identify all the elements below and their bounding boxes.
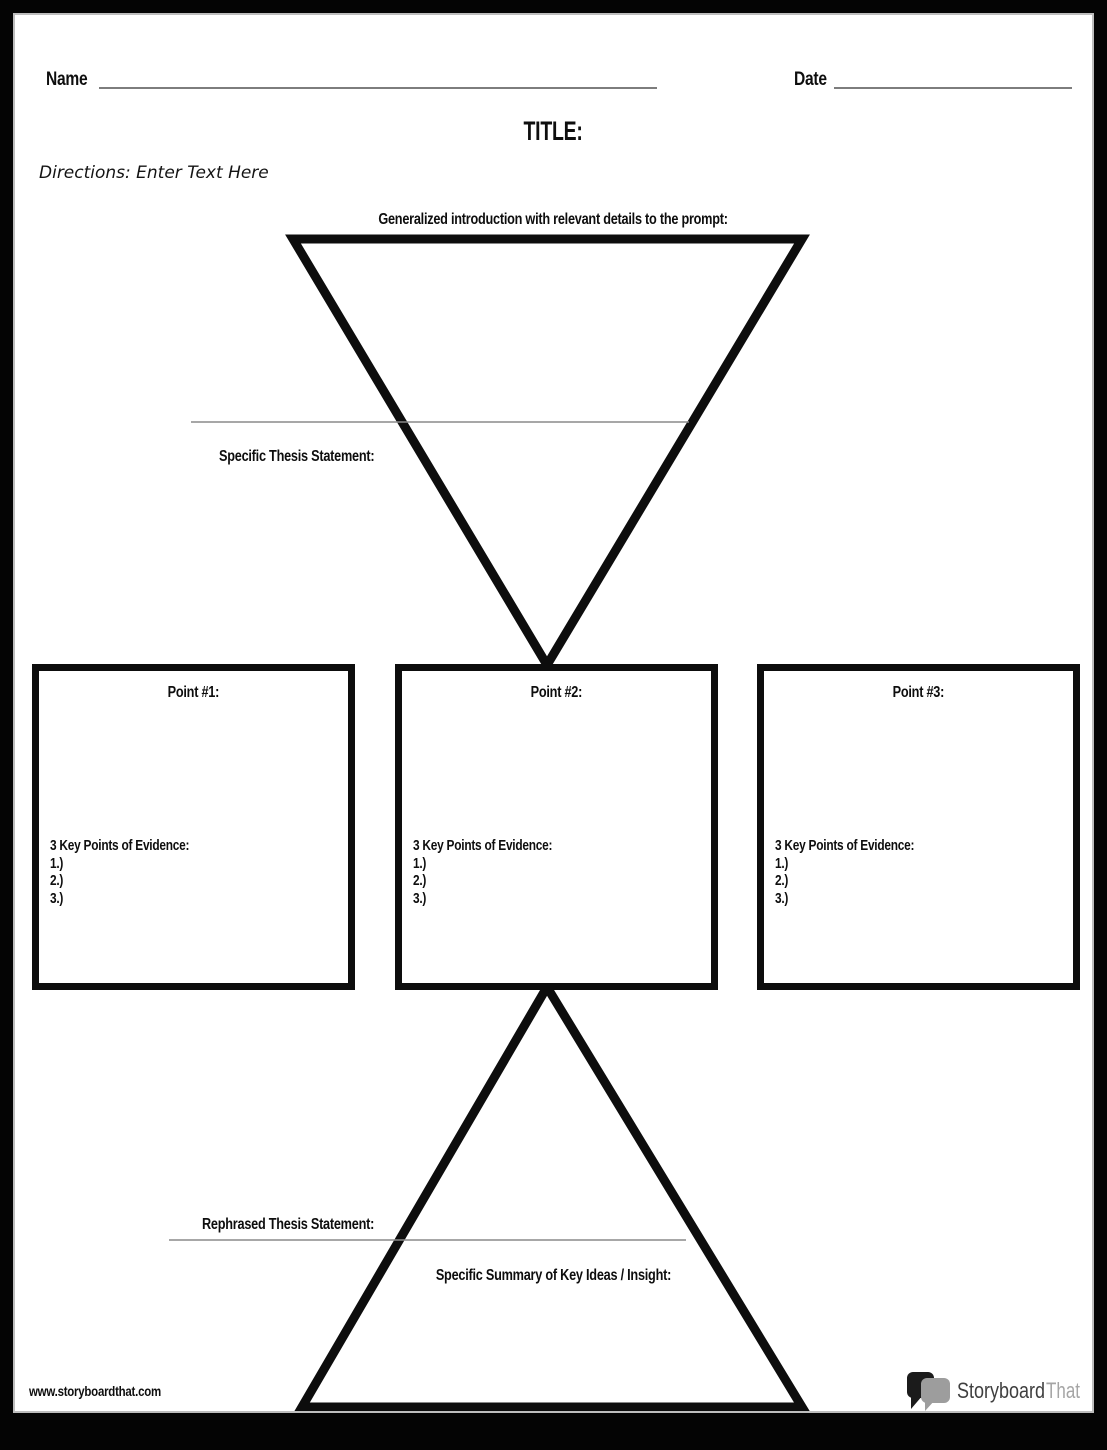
name-label: Name: [46, 69, 88, 90]
evidence-item: 3.): [50, 890, 64, 907]
logo-text-storyboard: Storyboard: [957, 1378, 1045, 1403]
name-fill-line: [99, 87, 657, 89]
point-box-3: Point #3: 3 Key Points of Evidence: 1.) …: [757, 664, 1080, 990]
point-box-2: Point #2: 3 Key Points of Evidence: 1.) …: [395, 664, 718, 990]
evidence-heading: 3 Key Points of Evidence:: [775, 838, 915, 854]
intro-prompt-label: Generalized introduction with relevant d…: [378, 211, 729, 228]
evidence-item: 1.): [775, 855, 789, 872]
rephrased-label: Rephrased Thesis Statement:: [202, 1216, 375, 1233]
speech-bubbles-icon: [907, 1372, 950, 1411]
point-box-1: Point #1: 3 Key Points of Evidence: 1.) …: [32, 664, 355, 990]
logo-text-that: That: [1046, 1378, 1080, 1403]
evidence-item: 3.): [413, 890, 427, 907]
evidence-item: 1.): [413, 855, 427, 872]
evidence-item: 3.): [775, 890, 789, 907]
evidence-item: 2.): [413, 873, 427, 889]
evidence-heading: 3 Key Points of Evidence:: [413, 838, 553, 854]
intro-funnel-triangle: [285, 234, 810, 674]
page-title: TITLE:: [523, 116, 584, 146]
date-fill-line: [834, 87, 1072, 89]
point-title: Point #1:: [167, 684, 220, 701]
worksheet-page: Name Date TITLE: Directions: Enter Text …: [13, 13, 1094, 1413]
evidence-item: 2.): [50, 873, 64, 889]
evidence-block: 3 Key Points of Evidence: 1.) 2.) 3.): [413, 838, 583, 908]
evidence-heading: 3 Key Points of Evidence:: [50, 838, 190, 854]
storyboardthat-logo: Storyboard That: [907, 1372, 1080, 1411]
thesis-label: Specific Thesis Statement:: [219, 448, 375, 465]
point-title: Point #2:: [530, 684, 583, 701]
evidence-item: 1.): [50, 855, 64, 872]
directions-text: Directions: Enter Text Here: [39, 163, 269, 183]
summary-label: Specific Summary of Key Ideas / Insight:: [435, 1267, 672, 1284]
conclusion-triangle: [294, 978, 810, 1411]
diagram-shapes: [169, 234, 810, 1411]
evidence-block: 3 Key Points of Evidence: 1.) 2.) 3.): [50, 838, 220, 908]
evidence-block: 3 Key Points of Evidence: 1.) 2.) 3.): [775, 838, 945, 908]
evidence-item: 2.): [775, 873, 789, 889]
point-title: Point #3:: [892, 684, 945, 701]
date-label: Date: [794, 69, 827, 90]
footer-url: www.storyboardthat.com: [29, 1383, 161, 1399]
